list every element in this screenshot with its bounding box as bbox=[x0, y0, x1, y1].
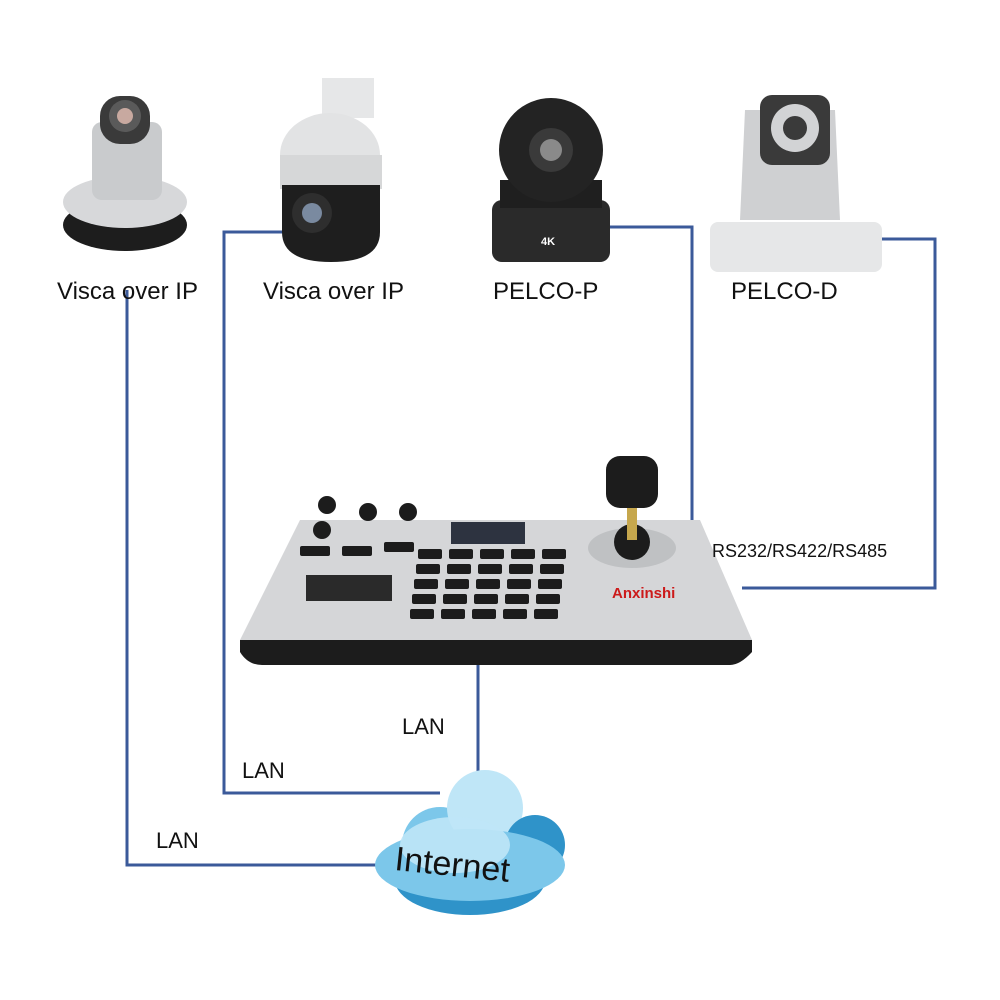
controller-key bbox=[472, 609, 496, 619]
controller-key bbox=[511, 549, 535, 559]
lan-label-camera-1: LAN bbox=[156, 828, 199, 853]
controller-key bbox=[447, 564, 471, 574]
camera-1-label: Visca over IP bbox=[57, 278, 198, 305]
controller-key bbox=[443, 594, 467, 604]
wire-camera-1-lan bbox=[125, 290, 405, 867]
controller-key bbox=[480, 549, 504, 559]
controller-key bbox=[536, 594, 560, 604]
cloud-icon bbox=[375, 770, 565, 915]
camera-2-label: Visca over IP bbox=[263, 278, 404, 305]
controller-key bbox=[410, 609, 434, 619]
controller-key bbox=[505, 594, 529, 604]
lan-label-controller: LAN bbox=[402, 714, 445, 739]
white-ptz-camera-icon bbox=[710, 95, 882, 272]
ptz-conference-camera-icon bbox=[63, 96, 187, 251]
controller-key bbox=[474, 594, 498, 604]
wire-camera-3-serial bbox=[610, 225, 694, 520]
controller-brand: Anxinshi bbox=[612, 585, 676, 602]
black-4k-ptz-camera-icon bbox=[492, 98, 610, 262]
controller-key bbox=[416, 564, 440, 574]
controller-key bbox=[534, 609, 558, 619]
controller-function-key bbox=[342, 546, 372, 556]
controller-function-key bbox=[300, 546, 330, 556]
controller-key bbox=[540, 564, 564, 574]
wire-camera-2-lan bbox=[222, 230, 440, 795]
controller-key bbox=[478, 564, 502, 574]
controller-key bbox=[507, 579, 531, 589]
wire-camera-4-serial bbox=[742, 237, 937, 590]
ptz-keyboard-controller-icon bbox=[240, 456, 752, 665]
controller-key bbox=[441, 609, 465, 619]
controller-function-key bbox=[384, 542, 414, 552]
controller-key bbox=[476, 579, 500, 589]
controller-key bbox=[542, 549, 566, 559]
controller-key bbox=[445, 579, 469, 589]
controller-keys bbox=[300, 542, 566, 619]
controller-key bbox=[414, 579, 438, 589]
controller-key bbox=[503, 609, 527, 619]
controller-key bbox=[449, 549, 473, 559]
serial-protocol-label: RS232/RS422/RS485 bbox=[712, 541, 888, 561]
camera-3-label: PELCO-P bbox=[493, 278, 599, 305]
camera-4-label: PELCO-D bbox=[731, 278, 838, 305]
controller-key bbox=[509, 564, 533, 574]
camera-3-badge: 4K bbox=[541, 236, 556, 248]
speed-dome-camera-icon bbox=[280, 78, 382, 262]
controller-key bbox=[418, 549, 442, 559]
controller-key bbox=[538, 579, 562, 589]
controller-key bbox=[412, 594, 436, 604]
lan-label-camera-2: LAN bbox=[242, 758, 285, 783]
